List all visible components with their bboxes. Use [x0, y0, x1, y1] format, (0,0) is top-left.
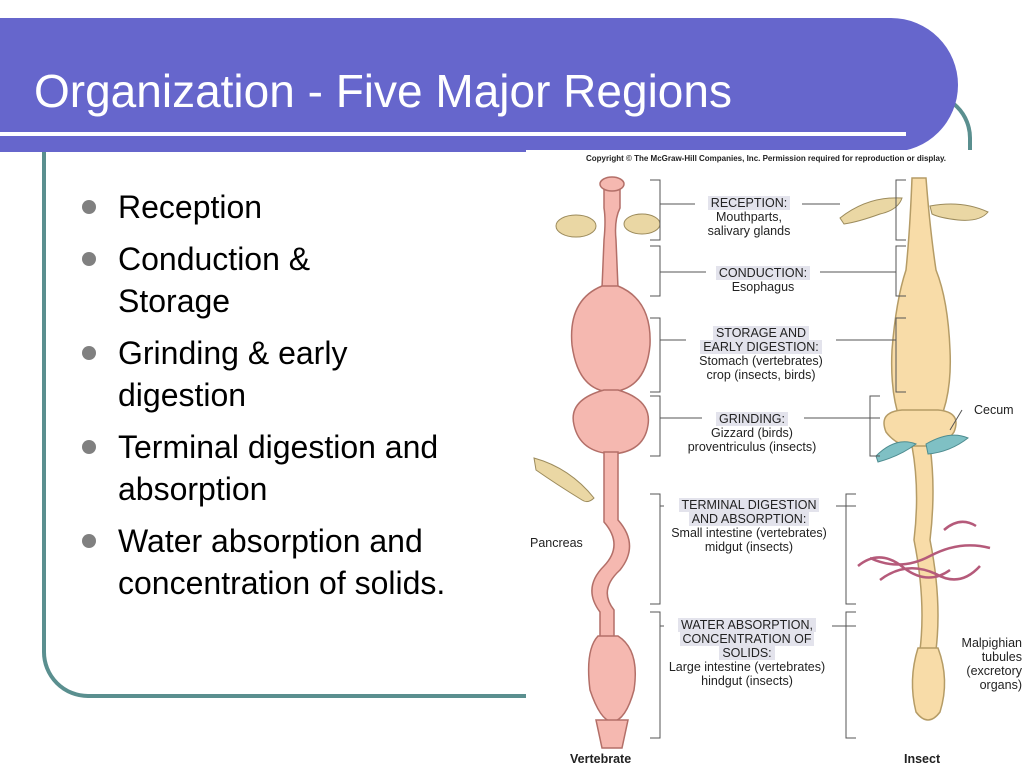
- region-brackets: [650, 179, 963, 739]
- bullet-dot-icon: [82, 534, 96, 548]
- vertebrate-glands: [533, 213, 661, 503]
- insect-salivary-gland-left: [839, 197, 903, 225]
- bullet-dot-icon: [82, 252, 96, 266]
- vertebrate-small-intestine: [591, 451, 631, 641]
- bullet-item: Terminal digestion and absorption: [80, 426, 458, 510]
- insect-hindgut: [911, 647, 946, 721]
- cecum-right: [925, 434, 969, 455]
- bullet-dot-icon: [82, 440, 96, 454]
- region-label-water-absorption: WATER ABSORPTION, CONCENTRATION OF SOLID…: [668, 618, 826, 688]
- vertebrate-label: Vertebrate: [570, 752, 632, 766]
- region-label-reception: RECEPTION: Mouthparts, salivary glands: [707, 196, 791, 238]
- malpighian-tubules: [857, 520, 991, 581]
- vertebrate-salivary-gland-left: [555, 214, 597, 238]
- insect-glands: [839, 197, 989, 225]
- vertebrate-gizzard: [572, 389, 650, 455]
- pancreas-label: Pancreas: [530, 536, 583, 550]
- bullet-item: Reception: [80, 186, 500, 228]
- region-label-storage: STORAGE AND EARLY DIGESTION: Stomach (ve…: [699, 326, 823, 382]
- bullet-item: Conduction & Storage: [80, 238, 368, 322]
- cecum-label: Cecum: [974, 403, 1014, 417]
- cecum-left: [875, 441, 918, 463]
- insect-salivary-gland-right: [929, 203, 989, 221]
- bullet-item: Water absorption and concentration of so…: [80, 520, 498, 604]
- vertebrate-stomach: [570, 285, 651, 393]
- copyright-notice: Copyright © The McGraw-Hill Companies, I…: [586, 154, 947, 163]
- title-underline: [0, 132, 906, 136]
- cecum-structures: [875, 434, 969, 463]
- insect-midgut: [911, 445, 939, 651]
- vertebrate-mouth: [599, 176, 625, 192]
- title-bar: Organization - Five Major Regions: [0, 18, 958, 152]
- bullet-dot-icon: [82, 346, 96, 360]
- vertebrate-esophagus: [601, 181, 621, 289]
- insect-label: Insect: [904, 752, 941, 766]
- vertebrate-large-intestine: [587, 635, 636, 723]
- bullet-list: Reception Conduction & Storage Grinding …: [80, 186, 500, 614]
- region-label-terminal-digestion: TERMINAL DIGESTION AND ABSORPTION: Small…: [671, 498, 827, 554]
- region-label-conduction: CONDUCTION: Esophagus: [700, 266, 826, 294]
- malpighian-label: Malpighian tubules (excretory organs): [961, 636, 1022, 692]
- region-label-grinding: GRINDING: Gizzard (birds) proventriculus…: [687, 412, 817, 454]
- vertebrate-salivary-gland-right: [623, 213, 661, 235]
- vertebrate-gut: [570, 176, 651, 749]
- bullet-dot-icon: [82, 200, 96, 214]
- pancreas-gland: [533, 457, 595, 503]
- slide-title: Organization - Five Major Regions: [34, 65, 732, 117]
- vertebrate-rectum: [595, 719, 629, 749]
- bullet-item: Grinding & early digestion: [80, 332, 418, 416]
